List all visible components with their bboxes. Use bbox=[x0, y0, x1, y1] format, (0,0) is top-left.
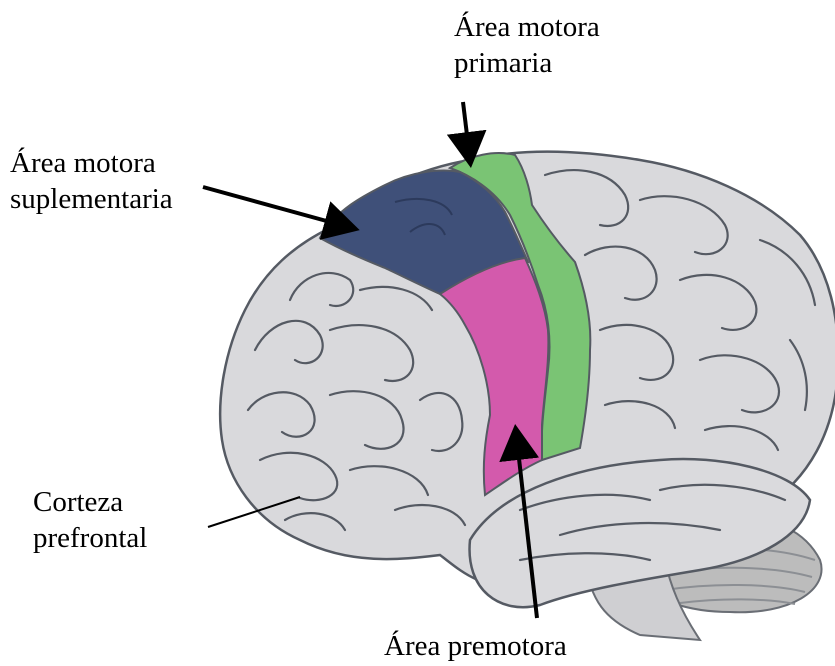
label-premotor: Área premotora bbox=[384, 628, 567, 664]
label-prefrontal-line1: Corteza bbox=[33, 484, 147, 520]
label-supplementary-motor-line2: suplementaria bbox=[10, 181, 173, 217]
label-primary-motor: Área motora primaria bbox=[454, 9, 600, 81]
label-supplementary-motor: Área motora suplementaria bbox=[10, 145, 173, 217]
label-prefrontal: Corteza prefrontal bbox=[33, 484, 147, 556]
arrow-primary-motor bbox=[463, 102, 470, 160]
label-premotor-text: Área premotora bbox=[384, 628, 567, 664]
label-primary-motor-line1: Área motora bbox=[454, 9, 600, 45]
arrow-supplementary-motor bbox=[203, 187, 352, 228]
label-prefrontal-line2: prefrontal bbox=[33, 520, 147, 556]
label-supplementary-motor-line1: Área motora bbox=[10, 145, 173, 181]
label-primary-motor-line2: primaria bbox=[454, 45, 600, 81]
